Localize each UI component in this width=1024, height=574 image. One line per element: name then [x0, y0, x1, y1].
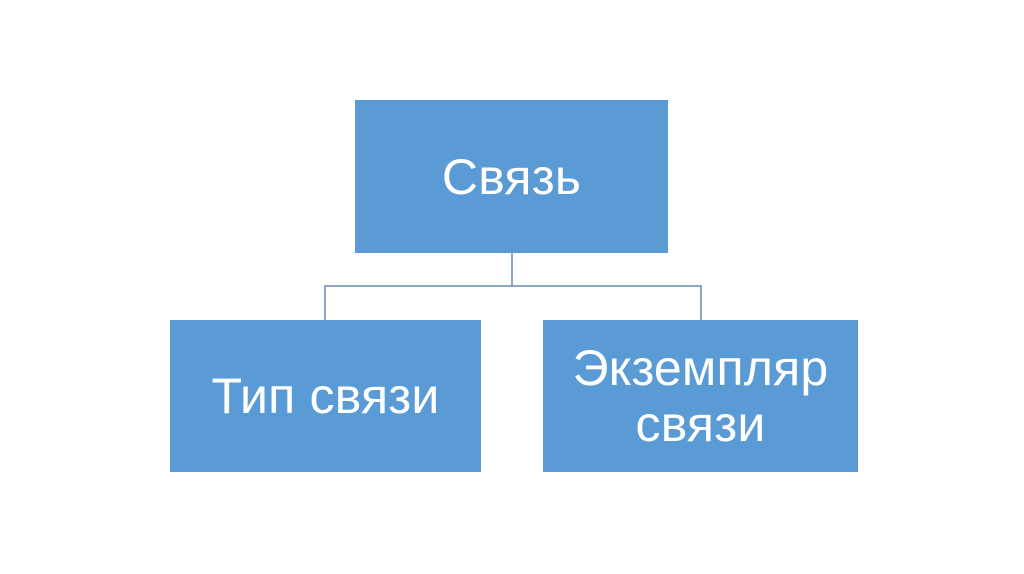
- node-child-2-label: Экземпляр связи: [572, 340, 829, 452]
- node-child-ekzemplyar-svyazi[interactable]: Экземпляр связи: [543, 320, 858, 472]
- connector-root-stem: [511, 253, 513, 287]
- node-child-1-label: Тип связи: [211, 368, 440, 424]
- node-child-tip-svyazi[interactable]: Тип связи: [170, 320, 481, 472]
- node-root-label: Связь: [441, 148, 582, 205]
- node-root[interactable]: Связь: [355, 100, 668, 253]
- connector-drop-to-child-1: [324, 285, 326, 321]
- connector-drop-to-child-2: [700, 285, 702, 321]
- connector-horizontal-bus: [324, 285, 702, 287]
